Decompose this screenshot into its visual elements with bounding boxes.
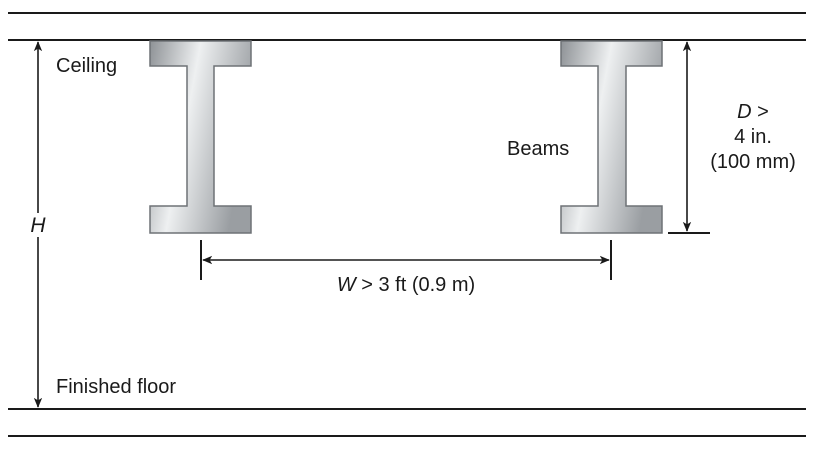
beams-label: Beams	[507, 138, 569, 160]
finished-floor-label: Finished floor	[56, 376, 176, 398]
depth-relation: >	[752, 101, 769, 123]
right-i-beam	[560, 40, 663, 234]
height-label-gap	[26, 213, 50, 237]
width-symbol: W	[337, 274, 358, 296]
width-label: W > 3 ft (0.9 m)	[337, 274, 475, 296]
left-i-beam	[149, 40, 252, 234]
depth-metric-label: (100 mm)	[710, 151, 796, 173]
ceiling-label: Ceiling	[56, 55, 117, 77]
depth-label: D >	[737, 101, 769, 123]
depth-symbol: D	[737, 101, 751, 123]
height-label: H	[30, 214, 46, 237]
width-value: > 3 ft (0.9 m)	[356, 274, 475, 296]
depth-value-label: 4 in.	[734, 126, 772, 148]
